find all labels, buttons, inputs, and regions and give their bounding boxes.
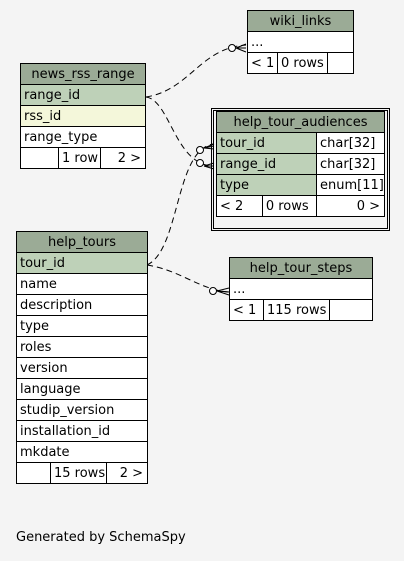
table-title[interactable]: help_tour_audiences [216, 111, 385, 133]
link-help-tours-to-audiences [146, 143, 214, 266]
table-help-tour-audiences[interactable]: help_tour_audiences tour_id char[32] ran… [216, 111, 385, 217]
row-count: 0 rows [277, 52, 328, 74]
crowfoot-steps [216, 287, 230, 296]
link-news-rss-to-audiences [145, 96, 214, 167]
table-row[interactable]: range_id [20, 84, 146, 106]
crowfoot-circle-aud-2 [196, 159, 204, 167]
table-help-tour-steps[interactable]: help_tour_steps ... < 1 115 rows [229, 257, 373, 321]
table-row[interactable]: ... [229, 278, 373, 300]
children-count[interactable]: 0 > [316, 195, 385, 217]
parents-count[interactable]: < 1 [229, 299, 264, 321]
children-count[interactable]: 2 > [100, 147, 146, 169]
table-title[interactable]: help_tours [16, 231, 148, 253]
table-frame-help-tour-audiences [211, 108, 390, 231]
crowfoot-wiki [235, 43, 247, 53]
table-news-rss-range[interactable]: news_rss_range range_id rss_id range_typ… [20, 63, 146, 169]
table-row-column[interactable]: tour_id [216, 132, 317, 154]
row-count: 1 row [58, 147, 101, 169]
table-row[interactable]: studip_version [16, 399, 148, 421]
crowfoot-circle-aud-1 [196, 146, 204, 154]
table-row[interactable]: tour_id [16, 252, 148, 274]
table-row-column[interactable]: range_id [216, 153, 317, 175]
table-title[interactable]: help_tour_steps [229, 257, 373, 279]
link-help-tours-to-steps [146, 264, 230, 293]
table-row[interactable]: description [16, 294, 148, 316]
table-row[interactable]: language [16, 378, 148, 400]
row-count: 115 rows [263, 299, 330, 321]
parents-count[interactable]: < 1 [247, 52, 278, 74]
table-row-column[interactable]: type [216, 174, 317, 196]
table-help-tours[interactable]: help_tours tour_id name description type… [16, 231, 148, 484]
table-row[interactable]: roles [16, 336, 148, 358]
table-row[interactable]: installation_id [16, 420, 148, 442]
crowfoot-circle-steps [209, 287, 217, 295]
table-row[interactable]: version [16, 357, 148, 379]
crowfoot-circle-wiki [228, 44, 236, 52]
children-count[interactable]: 2 > [106, 462, 148, 484]
table-title[interactable]: news_rss_range [20, 63, 146, 85]
row-count: 15 rows [50, 462, 107, 484]
table-row-type: char[32] [316, 132, 385, 154]
parents-count [16, 462, 51, 484]
table-row[interactable]: type [16, 315, 148, 337]
table-row-type: enum[11] [316, 174, 385, 196]
parents-count[interactable]: < 2 [216, 195, 263, 217]
row-count: 0 rows [261, 195, 318, 217]
table-row[interactable]: mkdate [16, 441, 148, 463]
children-count [329, 299, 373, 321]
table-wiki-links[interactable]: wiki_links ... < 1 0 rows [247, 10, 354, 74]
parents-count [20, 147, 59, 169]
link-news-rss-to-wiki-links [145, 44, 247, 98]
generated-by-label: Generated by SchemaSpy [16, 530, 186, 545]
children-count[interactable] [327, 52, 354, 74]
table-row-type: char[32] [316, 153, 385, 175]
table-row[interactable]: name [16, 273, 148, 295]
table-row[interactable]: rss_id [20, 105, 146, 127]
table-row[interactable]: ... [247, 31, 354, 53]
table-row[interactable]: range_type [20, 126, 146, 148]
table-title[interactable]: wiki_links [247, 10, 354, 32]
